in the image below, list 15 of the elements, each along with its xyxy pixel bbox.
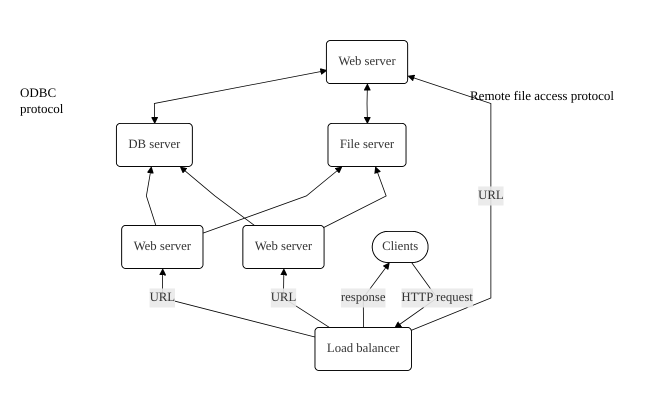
- arrow: [146, 166, 156, 226]
- arrow: [151, 68, 328, 124]
- arrow: [202, 166, 342, 234]
- edge-label: URL: [150, 290, 176, 304]
- arrow: [364, 84, 371, 124]
- protocol-note: ODBC protocol: [20, 85, 64, 117]
- edge-label: URL: [270, 290, 296, 304]
- arrow: [408, 74, 492, 331]
- edge-label: URL: [478, 188, 504, 202]
- protocol-note: Remote file access protocol: [470, 88, 616, 104]
- arrow: [180, 166, 256, 226]
- arrow: [159, 268, 316, 338]
- arrow: [323, 166, 387, 228]
- edge-label: response: [340, 290, 386, 304]
- edge-label: HTTP request: [401, 290, 473, 304]
